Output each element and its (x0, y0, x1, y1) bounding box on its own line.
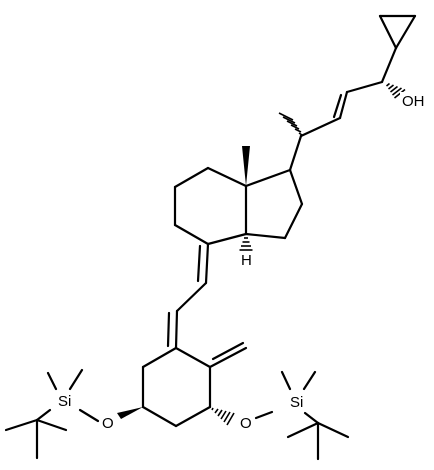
hashed-wedge-h (239, 237, 253, 251)
angular-methyl-wedge (242, 146, 250, 186)
side-chain (278, 46, 406, 172)
hashed-wedge-methyl (278, 112, 303, 136)
a-ring (117, 341, 248, 428)
si-right-label: Si (290, 394, 303, 411)
oh-label: OH (402, 93, 425, 110)
right-tbs-group (254, 370, 350, 461)
cd-ring-system (173, 146, 304, 251)
cyclopropyl-ring (378, 14, 417, 50)
o-left-wedge (117, 407, 143, 419)
atom-labels: OH H Si O Si O (56, 92, 425, 432)
hashed-wedge-o-right (211, 407, 235, 426)
h-label: H (241, 252, 252, 269)
o-right-label: O (240, 415, 252, 432)
o-left-label: O (102, 415, 114, 432)
si-left-label: Si (58, 393, 71, 410)
left-tbs-group (4, 368, 100, 460)
triene-linker (166, 242, 210, 350)
hashed-wedge-oh (385, 82, 406, 99)
